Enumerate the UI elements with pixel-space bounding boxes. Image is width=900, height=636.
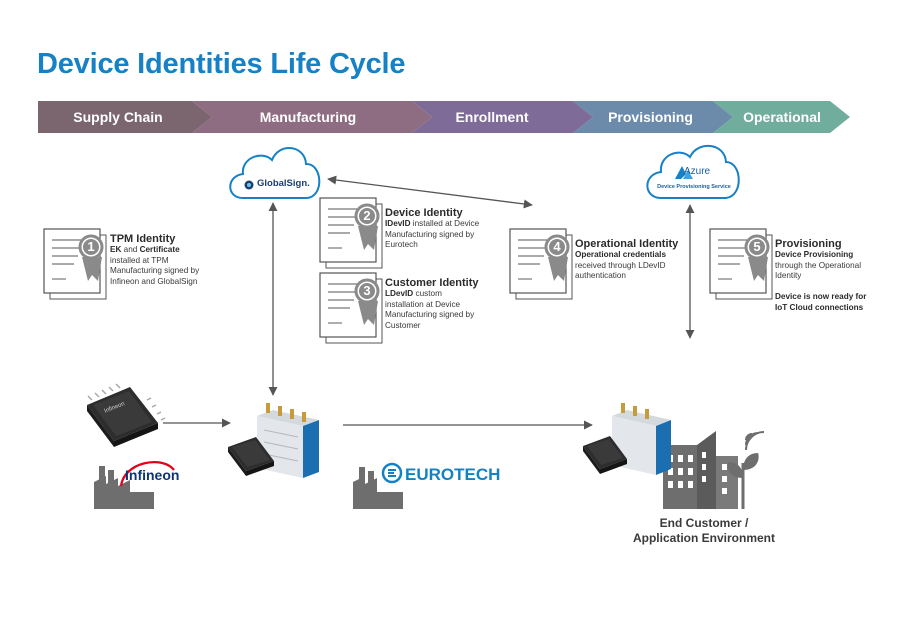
phase-label-supply-chain: Supply Chain <box>73 109 163 125</box>
certificate-doc-5-icon <box>709 228 773 300</box>
azure-logo-icon <box>675 166 686 179</box>
wifi-signal-icon <box>745 431 765 451</box>
manufacturing-chip-icon <box>228 437 274 476</box>
certificate-doc-3-icon <box>319 272 383 344</box>
step-3-text: Customer Identity LDevID custom installa… <box>385 277 480 331</box>
infineon-logo-text: Infineon <box>125 467 179 483</box>
eurotech-factory-icon <box>353 467 403 509</box>
step-1-body: installed at TPM Manufacturing signed by… <box>110 255 200 286</box>
azure-cloud-icon <box>646 144 740 199</box>
step-3-title: Customer Identity <box>385 277 479 289</box>
step-1-number: 1 <box>87 239 95 254</box>
phase-label-provisioning: Provisioning <box>608 109 693 125</box>
step-3-bold: LDevID <box>385 289 414 298</box>
azure-label: Azure <box>684 166 711 177</box>
step-4-text: Operational Identity Operational credent… <box>575 238 680 282</box>
step-5-bold: Device Provisioning <box>775 250 854 259</box>
step-2-title: Device Identity <box>385 207 463 219</box>
end-customer-line-2: Application Environment <box>632 531 775 545</box>
step-4-title: Operational Identity <box>575 238 679 250</box>
step-5-number: 5 <box>753 239 761 254</box>
tpm-chip-icon <box>87 383 166 447</box>
certificate-doc-2-icon <box>319 197 383 269</box>
eurotech-logo-text: EUROTECH <box>405 465 500 484</box>
step-2-text: Device Identity IDevID installed at Devi… <box>385 207 485 251</box>
plant-icon <box>727 453 759 509</box>
end-customer-chip-icon <box>583 436 627 474</box>
page-title: Device Identities Life Cycle <box>37 48 406 80</box>
phase-label-enrollment: Enrollment <box>455 109 529 125</box>
globalsign-label: GlobalSign. <box>257 178 310 189</box>
step-5-note: Device is now ready for IoT Cloud connec… <box>775 291 867 312</box>
infineon-factory-icon <box>94 466 154 509</box>
step-2-number: 2 <box>363 208 371 223</box>
step-4-body: received through LDevID authentication <box>575 260 666 281</box>
step-2-body: installed at Device Manufacturing signed… <box>385 219 480 249</box>
step-2-bold: IDevID <box>385 219 411 228</box>
step-1-ek: EK <box>110 245 122 254</box>
globalsign-cloud-icon <box>229 147 321 199</box>
step-5-body: through the Operational Identity <box>775 260 862 281</box>
arrow-globalsign-to-provisioning <box>327 175 533 209</box>
infineon-logo-icon: Infineon <box>119 461 179 487</box>
step-4-number: 4 <box>553 239 561 254</box>
end-customer-line-1: End Customer / <box>659 516 749 530</box>
end-customer-buildings-icon <box>663 431 738 509</box>
azure-sublabel: Device Provisioning Service <box>657 184 731 190</box>
certificate-doc-1-icon <box>43 228 107 300</box>
step-1-certificate: Certificate <box>139 245 180 254</box>
end-customer-label: End Customer / Application Environment <box>616 516 792 546</box>
step-5-title: Provisioning <box>775 238 842 250</box>
step-3-number: 3 <box>363 283 371 298</box>
certificate-doc-4-icon <box>509 228 573 300</box>
phase-label-operational: Operational <box>743 109 821 125</box>
phase-label-manufacturing: Manufacturing <box>259 109 357 125</box>
eurotech-logo-icon: EUROTECH <box>381 462 500 484</box>
step-1-title: TPM Identity <box>110 233 176 245</box>
step-1-text: TPM Identity EK and Certificate installe… <box>110 233 215 287</box>
step-3-body: custom installation at Device Manufactur… <box>385 289 475 330</box>
step-5-text: Provisioning Device Provisioning through… <box>775 238 870 313</box>
step-4-bold: Operational credentials <box>575 250 667 259</box>
